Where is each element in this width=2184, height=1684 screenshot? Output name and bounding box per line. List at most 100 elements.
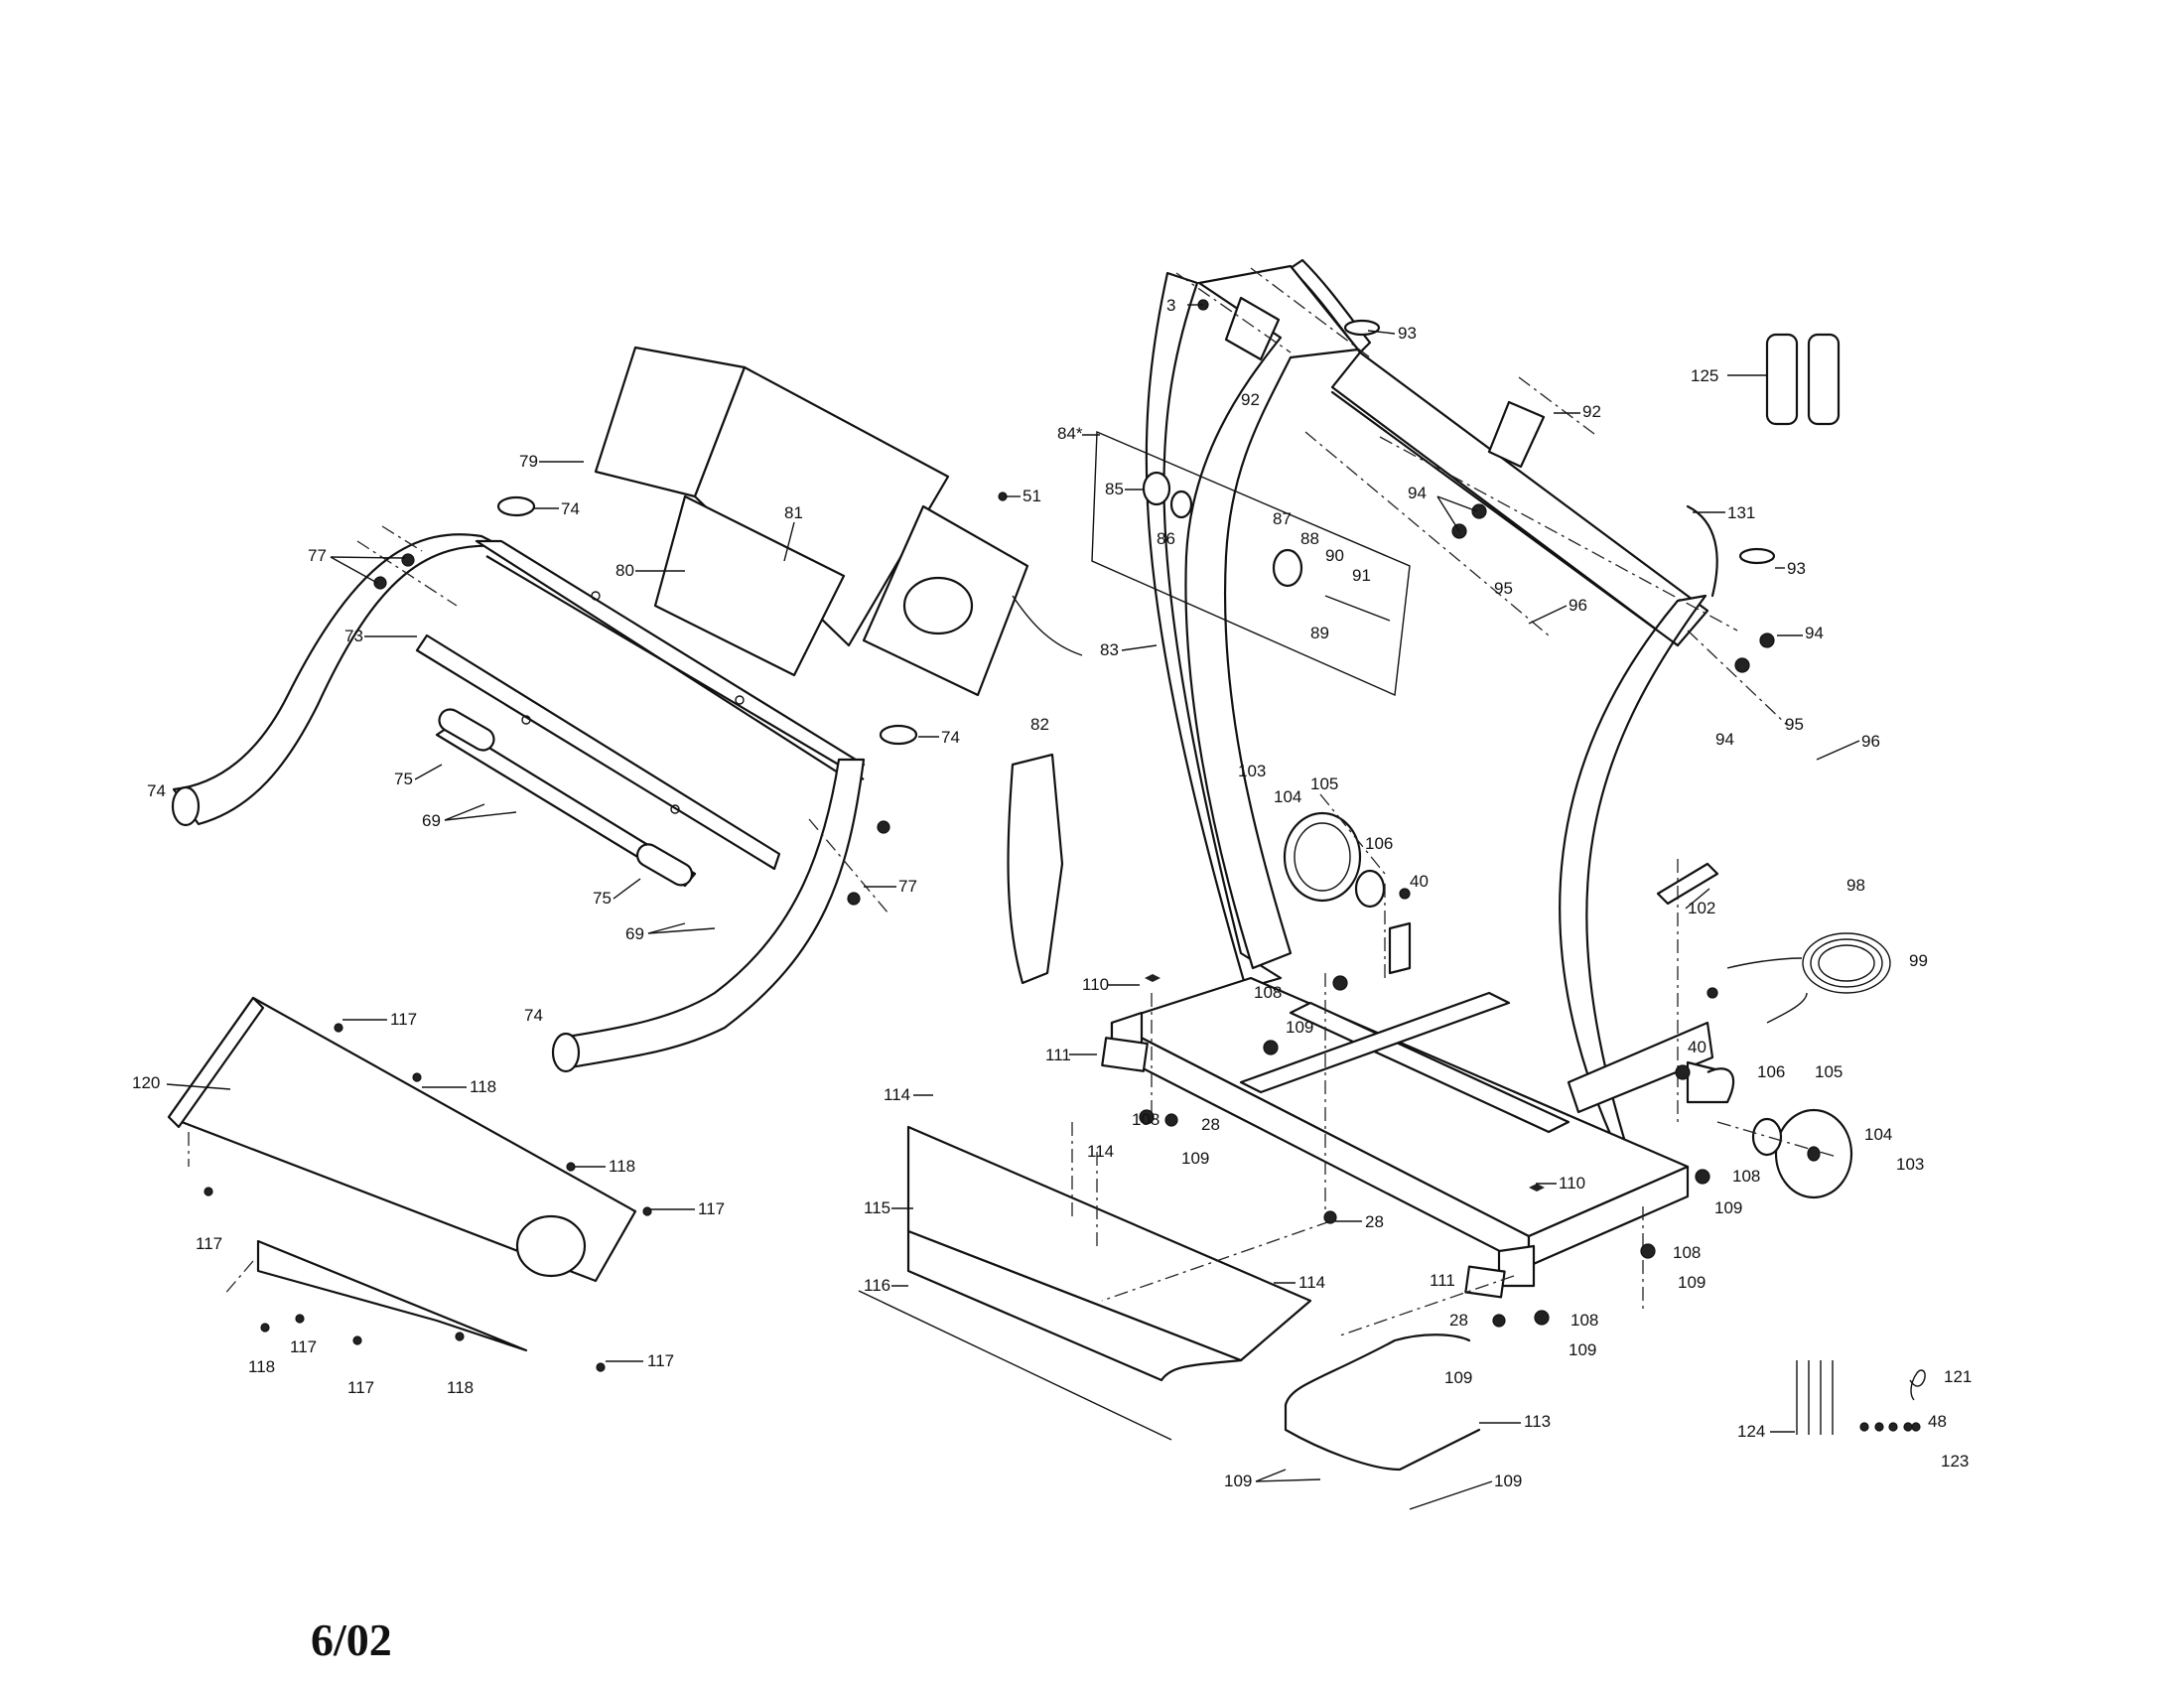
label-125: 125: [1691, 366, 1718, 385]
label-74-top: 74: [561, 499, 580, 518]
label-114-a: 114: [884, 1085, 910, 1104]
label-117-f: 117: [347, 1378, 374, 1397]
label-117-d: 117: [290, 1337, 317, 1356]
label-75-top: 75: [394, 770, 413, 788]
label-102: 102: [1688, 899, 1715, 917]
label-48: 48: [1928, 1412, 1947, 1431]
label-124: 124: [1737, 1422, 1765, 1441]
label-93-right: 93: [1787, 559, 1806, 578]
label-89: 89: [1310, 624, 1329, 642]
label-114-b: 114: [1087, 1142, 1114, 1161]
label-131: 131: [1727, 503, 1755, 522]
label-77-top: 77: [308, 546, 327, 565]
label-3: 3: [1166, 296, 1175, 315]
label-40-right: 40: [1688, 1038, 1706, 1056]
label-92-right: 92: [1582, 402, 1601, 421]
label-87: 87: [1273, 509, 1292, 528]
label-88: 88: [1300, 529, 1319, 548]
label-118-d: 118: [447, 1378, 474, 1397]
label-74-lower: 74: [524, 1006, 543, 1025]
label-118-c: 118: [248, 1357, 275, 1376]
label-106-right: 106: [1757, 1062, 1785, 1081]
wheels: [1283, 811, 1853, 1199]
label-109-right: 109: [1714, 1198, 1742, 1217]
label-114-c: 114: [1298, 1273, 1325, 1292]
label-118-b: 118: [609, 1157, 635, 1176]
label-69-lower: 69: [625, 924, 644, 943]
label-28-b: 28: [1365, 1212, 1384, 1231]
label-94-right: 94: [1805, 624, 1824, 642]
label-108-right: 108: [1732, 1167, 1760, 1186]
label-105-right: 105: [1815, 1062, 1843, 1081]
hardware: [204, 299, 1921, 1432]
label-111-right: 111: [1430, 1271, 1455, 1290]
label-99: 99: [1909, 951, 1928, 970]
label-108-bottom: 108: [1570, 1311, 1598, 1330]
label-109-upper: 109: [1286, 1018, 1313, 1037]
label-51: 51: [1023, 487, 1041, 505]
label-116: 116: [864, 1276, 890, 1295]
date-code: 6/02: [311, 1614, 392, 1665]
assembly-lines: [188, 267, 1838, 1336]
label-109-lower: 109: [1678, 1273, 1706, 1292]
label-98: 98: [1846, 876, 1865, 895]
label-118-a: 118: [470, 1077, 496, 1096]
label-109-right-bottom: 109: [1494, 1472, 1522, 1490]
label-96-right: 96: [1861, 732, 1880, 751]
label-82: 82: [1030, 715, 1049, 734]
label-109-bottom-a: 109: [1569, 1340, 1596, 1359]
label-108-lower: 108: [1673, 1243, 1701, 1262]
label-74-console: 74: [941, 728, 960, 747]
handrail-frame: [171, 533, 866, 1073]
label-94-top: 94: [1408, 484, 1427, 502]
label-69-top: 69: [422, 811, 441, 830]
label-123: 123: [1941, 1452, 1969, 1471]
label-90: 90: [1325, 546, 1344, 565]
label-105-left: 105: [1310, 774, 1338, 793]
label-115: 115: [864, 1198, 890, 1217]
label-96-top: 96: [1569, 596, 1587, 615]
label-109-left-bottom: 109: [1224, 1472, 1252, 1490]
label-77-right: 77: [898, 877, 917, 896]
label-117-c: 117: [196, 1234, 222, 1253]
label-113: 113: [1524, 1412, 1551, 1431]
label-110-right: 110: [1559, 1174, 1585, 1193]
label-109-mid: 109: [1181, 1149, 1209, 1168]
label-110-left: 110: [1082, 975, 1109, 994]
label-75-lower: 75: [593, 889, 612, 908]
label-117-b: 117: [698, 1199, 725, 1218]
label-95-right: 95: [1785, 715, 1804, 734]
label-121: 121: [1944, 1367, 1972, 1386]
label-111-left: 111: [1045, 1046, 1071, 1064]
label-83: 83: [1100, 640, 1119, 659]
upright-frame: [1145, 258, 1709, 1203]
label-85: 85: [1105, 480, 1124, 498]
label-92-top: 92: [1241, 390, 1260, 409]
label-109-bottom-b: 109: [1444, 1368, 1472, 1387]
label-73: 73: [344, 627, 363, 645]
label-79: 79: [519, 452, 538, 471]
label-104-left: 104: [1274, 787, 1301, 806]
label-86: 86: [1157, 529, 1175, 548]
label-108-mid: 108: [1132, 1110, 1160, 1129]
label-117-e: 117: [647, 1351, 674, 1370]
base-frame: [1110, 921, 1735, 1288]
label-28-a: 28: [1201, 1115, 1220, 1134]
label-28-c: 28: [1449, 1311, 1468, 1330]
motor-hood: [858, 1125, 1312, 1441]
belly-pan: [167, 996, 637, 1352]
label-93-top: 93: [1398, 324, 1417, 343]
label-74-left: 74: [147, 781, 166, 800]
label-120: 120: [132, 1073, 160, 1092]
console: [594, 346, 1083, 697]
label-106-left: 106: [1365, 834, 1393, 853]
misc-parts: [1007, 296, 1926, 1472]
label-95-top: 95: [1494, 579, 1513, 598]
label-108-upper: 108: [1254, 983, 1282, 1002]
label-103-right: 103: [1896, 1155, 1924, 1174]
label-117-a: 117: [390, 1010, 417, 1029]
label-80: 80: [615, 561, 634, 580]
label-104-right: 104: [1864, 1125, 1892, 1144]
part-labels: 3 92 93 125 92 84* 79 51 85 86 74 81 87 …: [132, 296, 1972, 1510]
